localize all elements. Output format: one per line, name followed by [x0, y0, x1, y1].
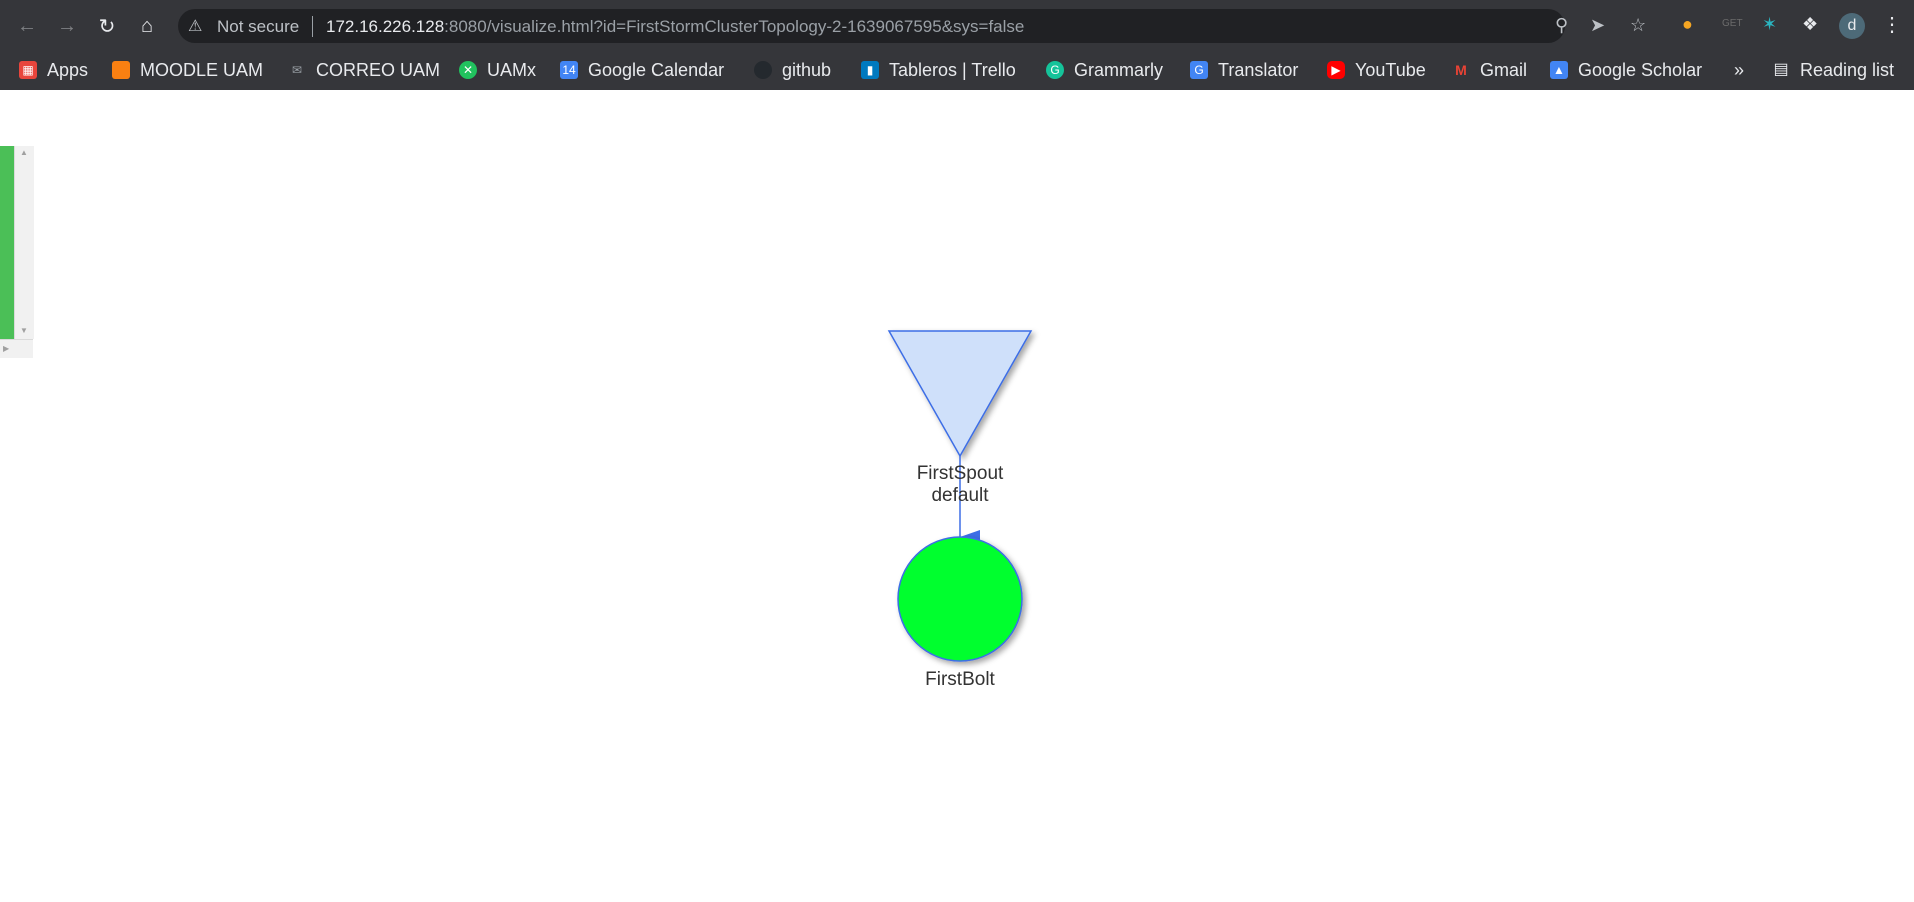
bookmark-label: Translator: [1218, 59, 1299, 80]
github-icon: [754, 61, 772, 79]
bookmark-label: github: [782, 59, 832, 80]
zoom-icon[interactable]: ⚲: [1555, 15, 1569, 35]
scroll-up-icon[interactable]: ▲: [20, 148, 28, 157]
bookmark-label: Apps: [47, 59, 89, 80]
bookmark-grammarly[interactable]: G Grammarly: [1046, 57, 1163, 83]
forward-button[interactable]: →: [57, 14, 77, 37]
reading-list-icon: ▤: [1773, 61, 1789, 78]
vertical-scrollbar[interactable]: ▲ ▼: [14, 146, 34, 339]
scroll-right-icon[interactable]: ▶: [3, 344, 10, 353]
avatar[interactable]: d: [1839, 13, 1865, 39]
bookmark-calendar[interactable]: 14 Google Calendar: [560, 57, 724, 83]
youtube-icon: ▶: [1327, 61, 1345, 79]
address-bar[interactable]: ⚠ Not secure 172.16.226.128:8080/visuali…: [178, 9, 1646, 43]
back-button[interactable]: ←: [17, 14, 37, 37]
bookmark-trello[interactable]: ▮ Tableros | Trello: [861, 57, 1016, 83]
bookmark-label: Gmail: [1480, 59, 1528, 80]
reload-button[interactable]: ↻: [98, 15, 116, 38]
bookmark-scholar[interactable]: ▲ Google Scholar: [1550, 57, 1702, 83]
extension-getcrx-icon[interactable]: GET: [1722, 18, 1743, 29]
bookmark-label: Tableros | Trello: [889, 59, 1016, 80]
bookmark-label: UAMx: [487, 59, 536, 80]
bookmark-gmail[interactable]: M Gmail: [1452, 57, 1527, 83]
menu-kebab-icon[interactable]: ⋮: [1882, 14, 1902, 36]
calendar-icon: 14: [560, 61, 578, 79]
bolt-label: FirstBolt: [925, 669, 995, 690]
bookmark-label: CORREO UAM: [316, 59, 441, 80]
apps-grid-icon: ▦: [19, 61, 37, 79]
reading-list-button[interactable]: ▤ Reading list: [1772, 57, 1894, 83]
home-button[interactable]: ⌂: [140, 14, 154, 37]
warning-icon: ⚠: [188, 18, 203, 35]
page-content: ▲ ▼ ▶ FirstSpout default FirstBolt: [0, 90, 1914, 902]
browser-toolbar: ← → ↻ ⌂ ⚠ Not secure 172.16.226.128:8080…: [0, 0, 1914, 52]
uamx-icon: ✕: [459, 61, 477, 79]
url-path: :8080/visualize.html?id=FirstStormCluste…: [444, 17, 1025, 36]
bookmark-label: Google Calendar: [588, 59, 725, 80]
bookmarks-bar: ▦ Apps MOODLE UAM ✉ CORREO UAM ✕ UAMx 14 Goo…: [0, 52, 1914, 90]
spout-label: FirstSpout: [917, 463, 1004, 484]
moodle-icon: [112, 61, 130, 79]
side-panel-tab[interactable]: [0, 146, 14, 339]
scholar-cap-icon: ▲: [1550, 61, 1568, 79]
reading-list-label: Reading list: [1800, 59, 1895, 80]
star-icon[interactable]: ☆: [1630, 15, 1647, 35]
trello-icon: ▮: [861, 61, 879, 79]
security-label[interactable]: Not secure: [217, 17, 300, 36]
gmail-icon: M: [1455, 62, 1467, 78]
more-bookmarks-button[interactable]: »: [1734, 59, 1745, 80]
stream-label: default: [931, 485, 989, 506]
bookmark-label: Grammarly: [1074, 59, 1163, 80]
bookmark-correo[interactable]: ✉ CORREO UAM: [288, 57, 440, 83]
grammarly-icon: G: [1046, 61, 1064, 79]
bookmark-moodle[interactable]: MOODLE UAM: [112, 57, 263, 83]
extension-person-icon[interactable]: ●: [1682, 14, 1693, 34]
bookmark-translator[interactable]: G Translator: [1190, 57, 1298, 83]
url-host: 172.16.226.128: [326, 17, 445, 36]
extension-web-icon[interactable]: ✶: [1762, 14, 1778, 34]
horizontal-scrollbar[interactable]: ▶: [0, 339, 33, 358]
bookmark-uamx[interactable]: ✕ UAMx: [459, 57, 536, 83]
mail-envelope-icon: ✉: [291, 63, 303, 77]
bookmark-youtube[interactable]: ▶ YouTube: [1327, 57, 1426, 83]
topology-graph: FirstSpout default FirstBolt: [887, 330, 1033, 690]
scroll-down-icon[interactable]: ▼: [20, 326, 28, 335]
extensions-puzzle-icon[interactable]: ❖: [1802, 14, 1819, 34]
bookmark-label: Google Scholar: [1578, 59, 1703, 80]
bolt-node[interactable]: [897, 536, 1023, 662]
spout-node[interactable]: [887, 330, 1033, 458]
browser-chrome: ← → ↻ ⌂ ⚠ Not secure 172.16.226.128:8080…: [0, 0, 1914, 90]
bookmark-apps[interactable]: ▦ Apps: [19, 57, 88, 83]
bookmark-github[interactable]: github: [754, 57, 831, 83]
omnibox-separator: [312, 16, 313, 37]
bookmark-label: YouTube: [1355, 59, 1426, 80]
bookmark-label: MOODLE UAM: [140, 59, 264, 80]
translate-icon: G: [1190, 61, 1208, 79]
send-icon[interactable]: ➤: [1590, 15, 1606, 35]
url-text[interactable]: 172.16.226.128:8080/visualize.html?id=Fi…: [326, 17, 1024, 37]
